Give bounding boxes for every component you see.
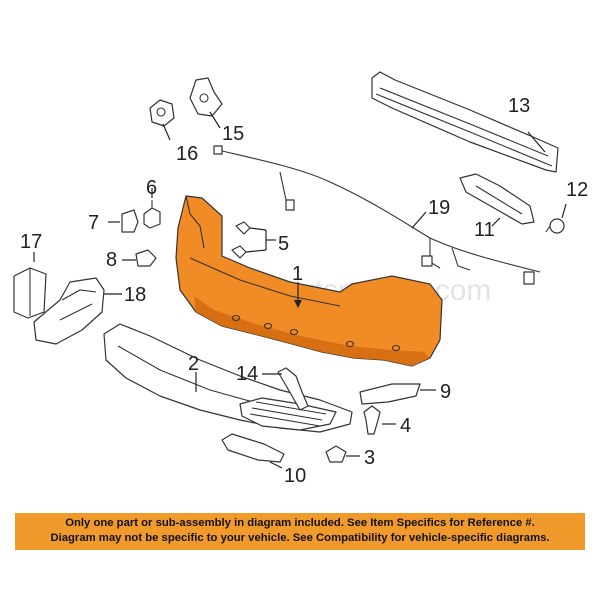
clip-part-4 [363, 405, 381, 435]
callout-11: 11 [474, 219, 495, 241]
callout-13: 13 [508, 95, 530, 117]
callout-4: 4 [400, 415, 411, 437]
disclaimer-line-2: Diagram may not be specific to your vehi… [50, 532, 550, 544]
trim-strip-14 [277, 367, 309, 411]
disclaimer-banner: Only one part or sub-assembly in diagram… [15, 513, 585, 550]
leader-16 [162, 123, 171, 141]
callout-1: 1 [292, 263, 303, 285]
callout-17: 17 [20, 231, 42, 253]
clip-part-3 [325, 445, 347, 463]
screws-part-5 [231, 221, 276, 259]
rear-bumper-reinforcement [371, 71, 559, 173]
callout-12: 12 [566, 179, 588, 201]
leader-10 [269, 461, 283, 469]
callout-6: 6 [146, 177, 157, 199]
lower-diffuser-2 [103, 323, 353, 433]
callout-18: 18 [124, 284, 146, 306]
trim-part-9 [359, 383, 421, 405]
callout-7: 7 [88, 212, 99, 234]
leader-11 [491, 217, 501, 227]
clip-part-8 [135, 249, 157, 267]
callout-3: 3 [364, 447, 375, 469]
callout-19: 19 [428, 197, 450, 219]
mount-part-16 [149, 99, 175, 127]
callout-10: 10 [284, 465, 306, 487]
callout-8: 8 [106, 249, 117, 271]
bracket-part-18 [33, 277, 105, 345]
callout-9: 9 [440, 381, 451, 403]
leader-12 [561, 203, 567, 219]
side-bracket-11 [459, 173, 535, 225]
module-part-17 [13, 267, 47, 319]
bracket-part-15 [189, 77, 223, 117]
callout-2: 2 [188, 353, 199, 375]
wiring-harness-19 [213, 145, 541, 285]
arrow-1 [294, 300, 302, 308]
callout-16: 16 [176, 143, 198, 165]
rear-bumper-cover [175, 195, 443, 367]
leader-15 [209, 111, 221, 129]
leader-13 [527, 131, 546, 153]
callout-5: 5 [278, 233, 289, 255]
disclaimer-line-1: Only one part or sub-assembly in diagram… [65, 517, 535, 529]
reflector-part-10 [221, 433, 285, 463]
leader-19 [411, 211, 427, 229]
bolt-part-6 [143, 200, 161, 229]
clip-part-12 [545, 218, 565, 234]
callout-15: 15 [222, 123, 244, 145]
cap-part-7 [121, 209, 139, 233]
callout-14: 14 [236, 363, 258, 385]
